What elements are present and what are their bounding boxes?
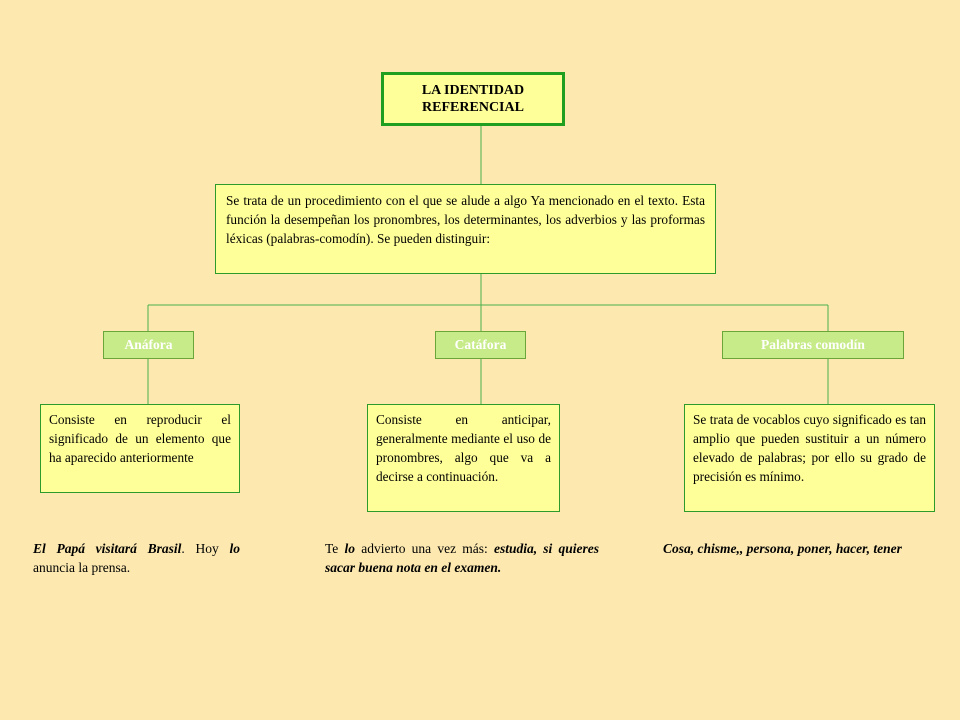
anafora-example: El Papá visitará Brasil. Hoy lo anuncia … xyxy=(33,539,240,577)
definition-text: Se trata de un procedimiento con el que … xyxy=(226,193,705,246)
anafora-description-node: Consiste en reproducir el significado de… xyxy=(40,404,240,493)
comodin-description: Se trata de vocablos cuyo significado es… xyxy=(693,412,926,484)
anafora-example-part2: . Hoy xyxy=(181,541,230,556)
comodin-example-text: Cosa, chisme,, persona, poner, hacer, te… xyxy=(663,541,902,556)
anafora-label-node: Anáfora xyxy=(103,331,194,359)
catafora-label: Catáfora xyxy=(454,337,507,352)
anafora-example-part1: El Papá visitará Brasil xyxy=(33,541,182,556)
definition-node: Se trata de un procedimiento con el que … xyxy=(215,184,716,274)
catafora-example: Te lo advierto una vez más: estudia, si … xyxy=(325,539,599,577)
catafora-example-part1: Te xyxy=(325,541,345,556)
comodin-description-node: Se trata de vocablos cuyo significado es… xyxy=(684,404,935,512)
title-text: LA IDENTIDAD REFERENCIAL xyxy=(421,83,525,115)
comodin-example: Cosa, chisme,, persona, poner, hacer, te… xyxy=(663,539,939,558)
catafora-example-part4: estudia, si quieres sacar buena nota en … xyxy=(325,541,599,575)
catafora-example-part3: advierto una vez más: xyxy=(355,541,494,556)
anafora-description: Consiste en reproducir el significado de… xyxy=(49,412,231,465)
catafora-example-part2: lo xyxy=(344,541,356,556)
anafora-example-part3: lo xyxy=(229,541,240,556)
catafora-label-node: Catáfora xyxy=(435,331,526,359)
catafora-description-node: Consiste en anticipar, generalmente medi… xyxy=(367,404,560,512)
anafora-example-part4: anuncia la prensa. xyxy=(33,560,131,575)
comodin-label-node: Palabras comodín xyxy=(722,331,904,359)
title-node: LA IDENTIDAD REFERENCIAL xyxy=(381,72,565,126)
catafora-description: Consiste en anticipar, generalmente medi… xyxy=(376,412,551,484)
anafora-label: Anáfora xyxy=(124,337,173,352)
comodin-label: Palabras comodín xyxy=(761,337,865,352)
